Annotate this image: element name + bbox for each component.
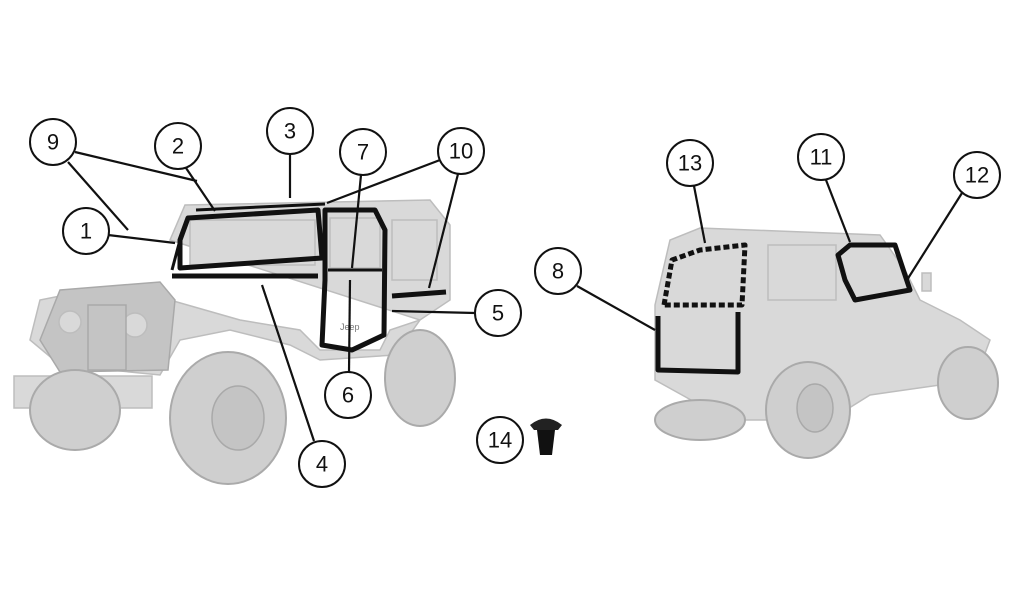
svg-text:12: 12 (965, 163, 989, 188)
svg-text:13: 13 (678, 151, 702, 176)
svg-text:9: 9 (47, 130, 59, 155)
svg-text:10: 10 (449, 139, 473, 164)
svg-text:7: 7 (357, 140, 369, 165)
callout-14: 14 (476, 416, 524, 464)
callout-7: 7 (339, 128, 387, 176)
svg-text:1: 1 (80, 219, 92, 244)
leader-lines (67, 150, 963, 442)
svg-text:11: 11 (810, 145, 833, 170)
push-pin-retainer-icon (530, 418, 562, 455)
svg-text:6: 6 (342, 383, 354, 408)
callout-13: 13 (666, 139, 714, 187)
callout-8: 8 (534, 247, 582, 295)
callout-4: 4 (298, 440, 346, 488)
svg-text:8: 8 (552, 259, 564, 284)
jeep-front-view: Jeep (13, 199, 456, 485)
callout-3: 3 (266, 107, 314, 155)
svg-text:2: 2 (172, 134, 184, 159)
callout-11: 11 (797, 133, 845, 181)
callout-1: 1 (62, 207, 110, 255)
svg-text:4: 4 (316, 452, 328, 477)
callout-2: 2 (154, 122, 202, 170)
callout-9: 9 (29, 118, 77, 166)
callout-10: 10 (437, 127, 485, 175)
svg-text:14: 14 (488, 428, 512, 453)
rear-tire (384, 329, 456, 427)
svg-text:3: 3 (284, 119, 296, 144)
jeep-rear-view (654, 227, 999, 459)
callout-5: 5 (474, 289, 522, 337)
svg-text:5: 5 (492, 301, 504, 326)
callout-12: 12 (953, 151, 1001, 199)
callout-6: 6 (324, 371, 372, 419)
